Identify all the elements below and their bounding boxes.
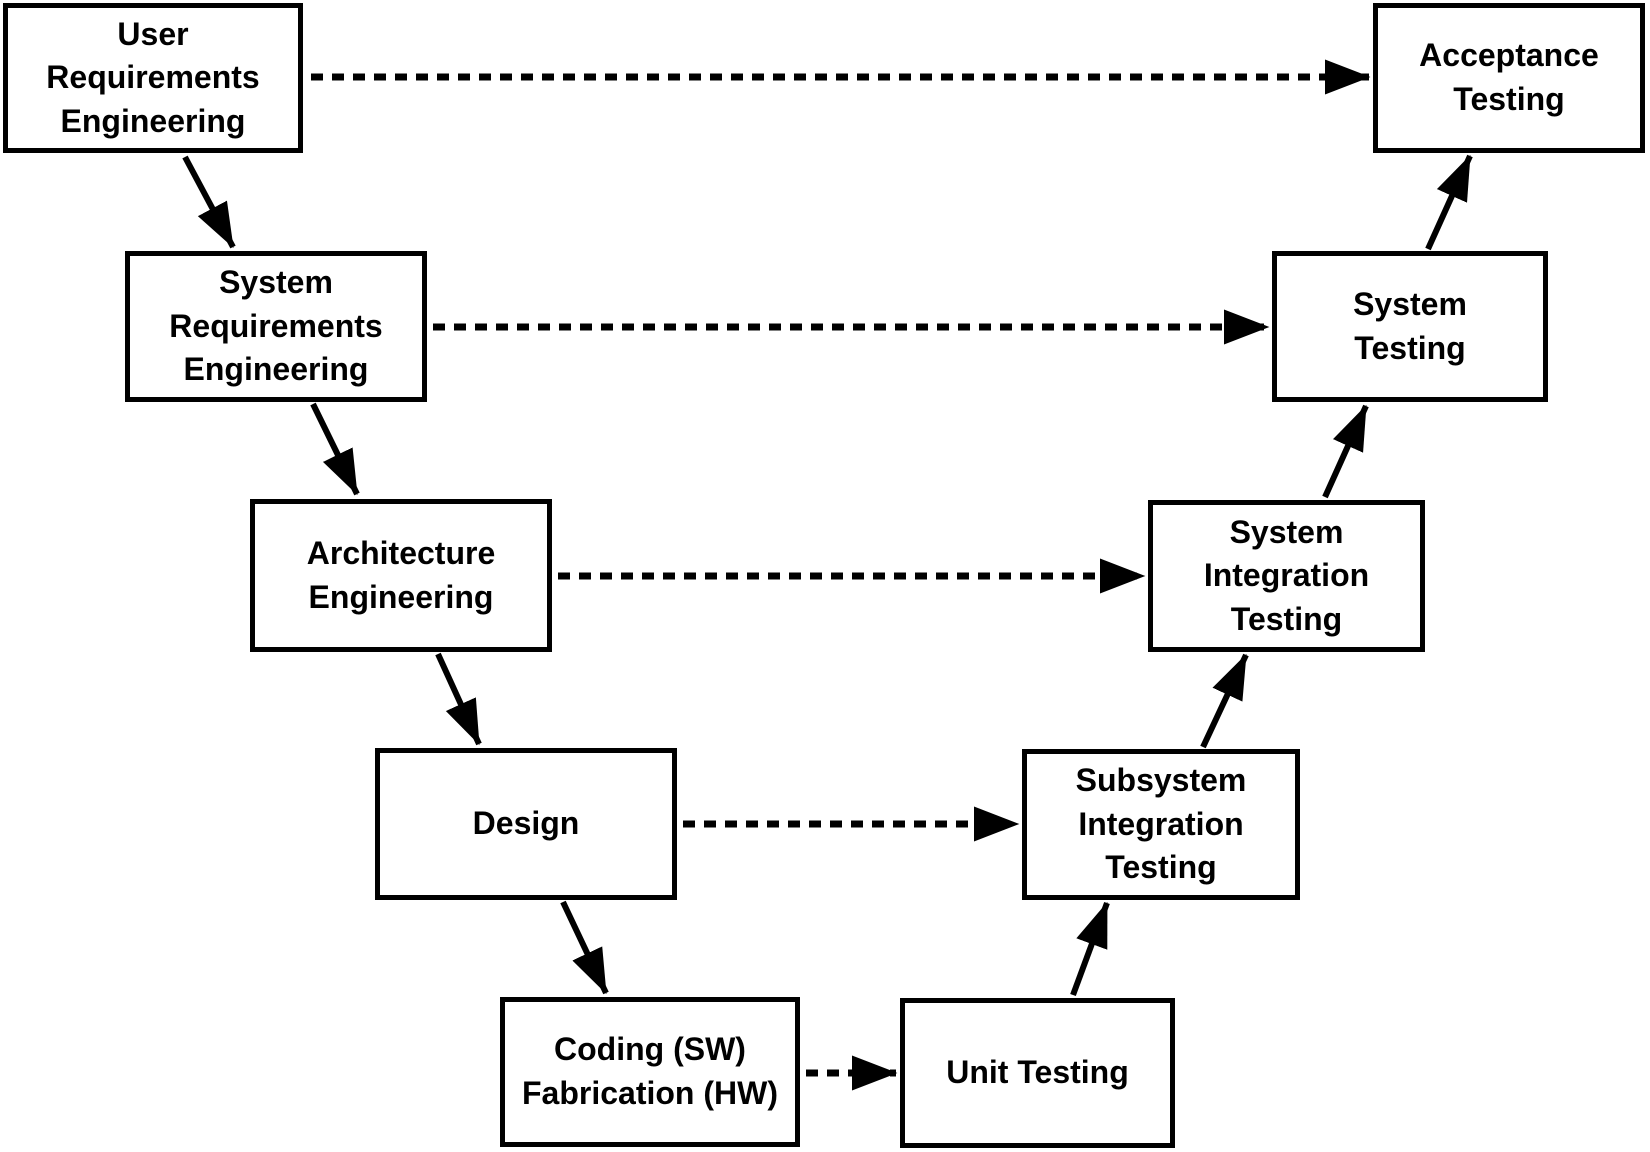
edge-unit-testing-to-subsystem-integration [1070, 901, 1110, 997]
edge-subsystem-integration-to-system-integration [1200, 653, 1249, 749]
node-design: Design [375, 748, 677, 900]
node-coding-fabrication: Coding (SW) Fabrication (HW) [500, 997, 800, 1147]
edge-architecture-to-design [435, 652, 482, 746]
node-architecture-engineering: Architecture Engineering [250, 499, 552, 652]
node-label: System Integration Testing [1203, 513, 1370, 637]
node-label: System Testing [1353, 285, 1467, 366]
edge-design-to-coding [560, 900, 609, 995]
node-acceptance-testing: Acceptance Testing [1373, 3, 1645, 153]
node-label: User Requirements Engineering [46, 15, 260, 139]
node-user-requirements-engineering: User Requirements Engineering [3, 3, 303, 153]
edge-system-testing-to-acceptance [1425, 154, 1473, 251]
node-label: Acceptance Testing [1419, 37, 1599, 117]
node-system-integration-testing: System Integration Testing [1148, 500, 1425, 652]
node-label: Unit Testing [946, 1054, 1129, 1091]
node-system-requirements-engineering: System Requirements Engineering [125, 251, 427, 402]
node-system-testing: System Testing [1272, 251, 1548, 402]
edge-user-req-to-system-req [182, 155, 236, 249]
node-label: Coding (SW) Fabrication (HW) [522, 1031, 778, 1111]
node-label: Design [472, 805, 580, 842]
node-unit-testing: Unit Testing [900, 998, 1175, 1148]
edge-system-req-to-architecture [310, 402, 360, 496]
node-subsystem-integration-testing: Subsystem Integration Testing [1022, 749, 1300, 900]
node-label: Architecture Engineering [306, 534, 496, 615]
edge-system-integration-to-system-testing [1322, 404, 1369, 499]
node-label: Subsystem Integration Testing [1075, 762, 1247, 886]
node-label: System Requirements Engineering [169, 264, 383, 388]
